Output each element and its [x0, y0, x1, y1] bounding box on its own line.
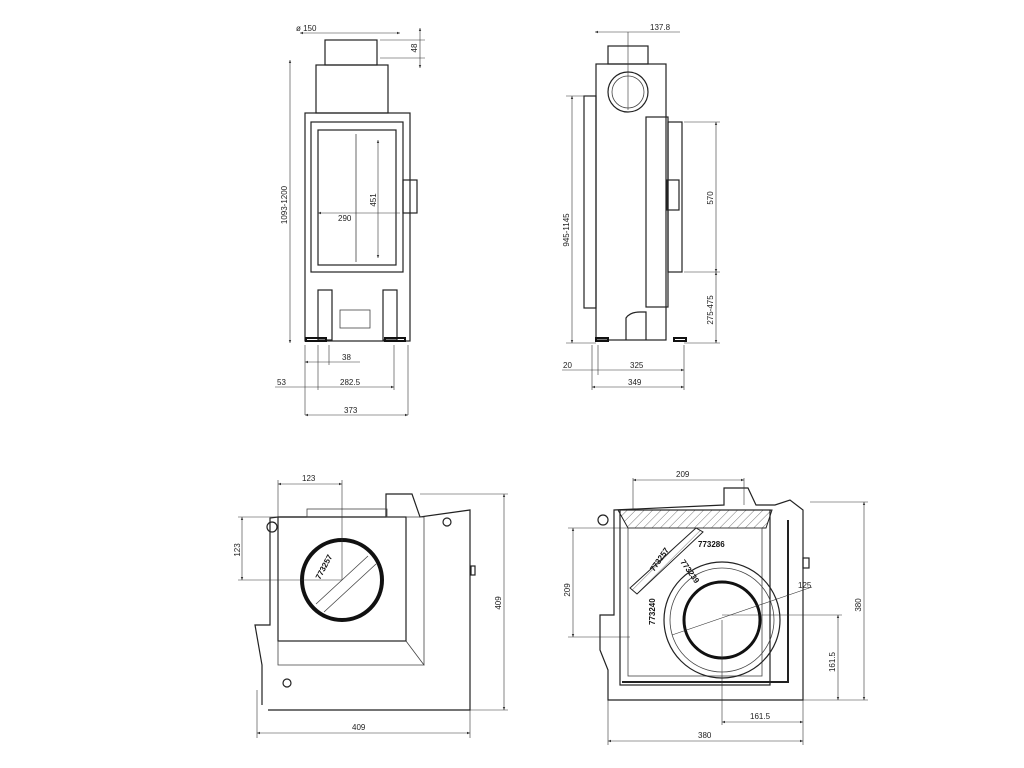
dim-height-left: 209 — [563, 583, 572, 597]
top-view-left: 773257 123 123 409 409 — [233, 474, 508, 738]
door-handle — [402, 179, 418, 214]
dim-width-top: 209 — [676, 470, 690, 479]
dim-flue-radius: 125 — [798, 581, 812, 590]
flue-collar — [324, 39, 378, 66]
leg-left — [317, 289, 333, 341]
dim-width: 380 — [698, 731, 712, 740]
dim-total-height: 945-1145 — [562, 213, 571, 247]
dim-left-offset: 53 — [277, 378, 286, 387]
leg-right — [382, 289, 398, 341]
dim-total-width: 373 — [344, 406, 358, 415]
side-view: 137.8 945-1145 570 275-475 20 325 349 — [562, 23, 720, 390]
dim-flue-diameter: ø 150 — [296, 24, 317, 33]
dim-door-height: 570 — [706, 191, 715, 205]
side-body — [595, 63, 667, 341]
part-number-3: 773239 — [678, 558, 701, 585]
convection-hood — [315, 64, 389, 114]
dim-left-offset: 20 — [563, 361, 572, 370]
glass-panel — [317, 129, 397, 266]
front-view: ø 150 48 1093-1200 290 451 38 53 282.5 3… — [275, 24, 425, 417]
door-frame — [310, 121, 404, 273]
dim-flue-y: 123 — [233, 543, 242, 557]
dim-width: 409 — [352, 723, 366, 732]
firebox-body — [304, 112, 411, 342]
door-profile — [645, 116, 669, 308]
air-control-knob — [266, 521, 278, 533]
door-glass-profile — [667, 121, 683, 273]
dim-total-height: 1093-1200 — [280, 185, 289, 224]
dim-flue-x: 161.5 — [750, 712, 771, 721]
dim-body-depth: 325 — [630, 361, 644, 370]
hatched-baffle — [617, 509, 773, 529]
firebox-outline — [619, 509, 771, 686]
dim-base-height: 275-475 — [706, 295, 715, 325]
dim-glass-width: 290 — [338, 214, 352, 223]
dim-flue-x: 123 — [302, 474, 316, 483]
handle — [666, 179, 680, 211]
dim-flue-offset: 137.8 — [650, 23, 671, 32]
dim-leg-offset: 38 — [342, 353, 351, 362]
dim-depth: 380 — [854, 598, 863, 612]
dim-glass-height: 451 — [369, 193, 378, 207]
dim-flue-y: 161.5 — [828, 651, 837, 672]
part-number-2: 773286 — [698, 540, 725, 549]
dim-leg-span: 282.5 — [340, 378, 361, 387]
dim-total-depth: 349 — [628, 378, 642, 387]
top-view-right: 773257 773286 773239 773240 209 209 380 … — [563, 470, 868, 745]
part-number-4: 773240 — [648, 598, 657, 625]
side-panel — [583, 95, 597, 309]
dim-depth: 409 — [494, 596, 503, 610]
part-number: 773257 — [314, 553, 335, 581]
dim-flue-height: 48 — [410, 43, 419, 52]
